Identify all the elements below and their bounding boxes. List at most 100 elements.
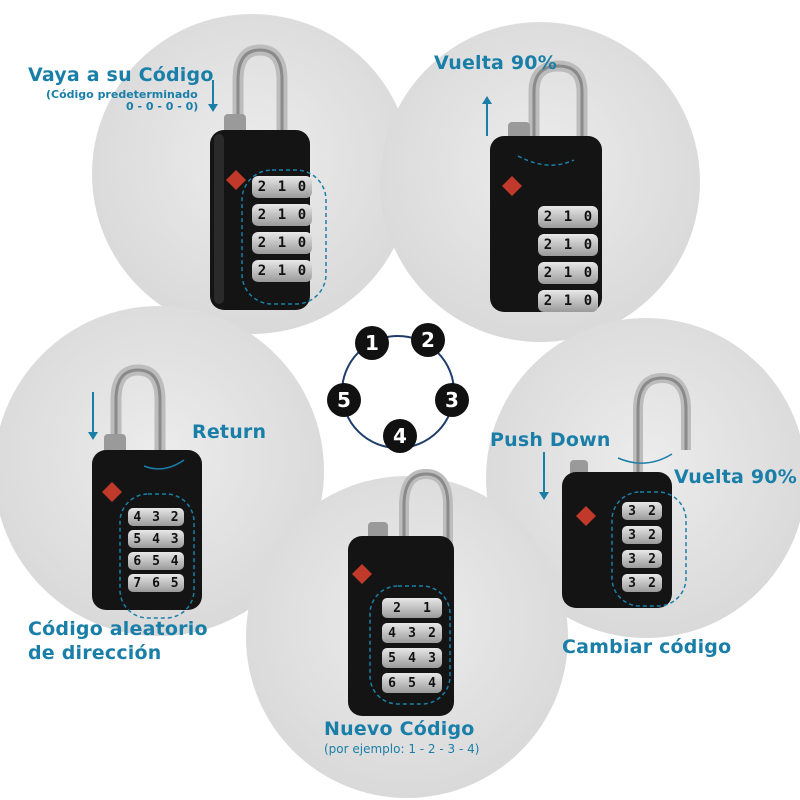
step1-title: Vaya a su Código xyxy=(28,64,214,86)
dial-digit: 2 xyxy=(648,575,656,591)
step4-example: (por ejemplo: 1 - 2 - 3 - 4) xyxy=(324,742,480,756)
dial-digit: 3 xyxy=(428,650,436,666)
dial-digit: 2 xyxy=(543,265,553,281)
step-number: 2 xyxy=(421,328,435,352)
step3-title: Push Down xyxy=(490,429,611,451)
step3-caption: Cambiar código xyxy=(562,636,732,658)
dial-digit: 2 xyxy=(428,625,436,641)
step3-title2: Vuelta 90% xyxy=(674,466,797,488)
dial-digit: 2 xyxy=(257,207,267,223)
dashed-outline-step4 xyxy=(369,585,451,705)
dial-digit: 0 xyxy=(583,293,593,309)
dial-digit: 0 xyxy=(297,179,307,195)
dial-digit: 2 xyxy=(648,551,656,567)
down-arrow-icon xyxy=(208,80,218,112)
up-arrow-icon xyxy=(482,96,492,136)
step-number: 1 xyxy=(365,331,379,355)
dial-digit: 0 xyxy=(297,235,307,251)
step1-default-code: 0 - 0 - 0 - 0) xyxy=(126,100,199,113)
dial-digit: 2 xyxy=(543,209,553,225)
dial-digit: 2 xyxy=(257,179,267,195)
step2-title: Vuelta 90% xyxy=(434,52,557,74)
dial-digit: 6 xyxy=(133,553,142,569)
step-number: 4 xyxy=(393,424,407,448)
dial-digit: 1 xyxy=(423,600,431,616)
dial-digit: 2 xyxy=(393,600,401,616)
step-badge-4: 4 xyxy=(383,419,417,453)
step-badge-5: 5 xyxy=(327,383,361,417)
dial-digit: 5 xyxy=(408,675,416,691)
step5-caption-line2: de dirección xyxy=(28,642,162,664)
dial-digit: 1 xyxy=(563,265,573,281)
dial-digit: 5 xyxy=(133,531,142,547)
dial-digit: 2 xyxy=(648,527,656,543)
dial-digit: 2 xyxy=(170,509,179,525)
dial-digit: 0 xyxy=(297,263,307,279)
dial-digit: 3 xyxy=(628,551,636,567)
dashed-outline-step1 xyxy=(241,169,327,305)
dial-digit: 1 xyxy=(277,263,287,279)
dial-digit: 3 xyxy=(170,531,179,547)
dial-digit: 4 xyxy=(133,509,142,525)
dial-digit: 4 xyxy=(170,553,179,569)
dial-digit: 1 xyxy=(277,207,287,223)
dial-digit: 4 xyxy=(428,675,436,691)
dial-digit: 1 xyxy=(277,179,287,195)
step-badge-2: 2 xyxy=(411,323,445,357)
dial-digit: 2 xyxy=(648,503,656,519)
dial-digit: 2 xyxy=(543,293,553,309)
dial-digit: 3 xyxy=(628,527,636,543)
dial-digit: 2 xyxy=(257,263,267,279)
step-cycle: 1 2 3 4 5 xyxy=(327,323,469,453)
dial-digit: 3 xyxy=(408,625,416,641)
dial-digit: 2 xyxy=(257,235,267,251)
dial-digit: 0 xyxy=(583,265,593,281)
step5-caption-line1: Código aleatorio xyxy=(28,618,208,640)
step-number: 3 xyxy=(445,388,459,412)
dial-digit: 3 xyxy=(628,575,636,591)
dial-digit: 4 xyxy=(152,531,160,547)
dial-digit: 5 xyxy=(170,575,179,591)
dial-digit: 1 xyxy=(563,209,573,225)
dial-digit: 0 xyxy=(297,207,307,223)
dashed-outline-step5 xyxy=(119,493,195,619)
step1-note: (Código predeterminado xyxy=(46,88,198,101)
dial-digit: 0 xyxy=(583,237,593,253)
dial-digit: 6 xyxy=(388,675,396,691)
step4-title: Nuevo Código xyxy=(324,718,475,740)
dial-digit: 6 xyxy=(152,575,160,591)
dial-digit: 2 xyxy=(543,237,553,253)
dashed-outline-step3 xyxy=(611,491,687,607)
step-badge-1: 1 xyxy=(355,326,389,360)
down-arrow-icon xyxy=(88,392,98,440)
dial-digit: 3 xyxy=(628,503,636,519)
step-number: 5 xyxy=(337,388,351,412)
dial-digit: 4 xyxy=(388,625,396,641)
